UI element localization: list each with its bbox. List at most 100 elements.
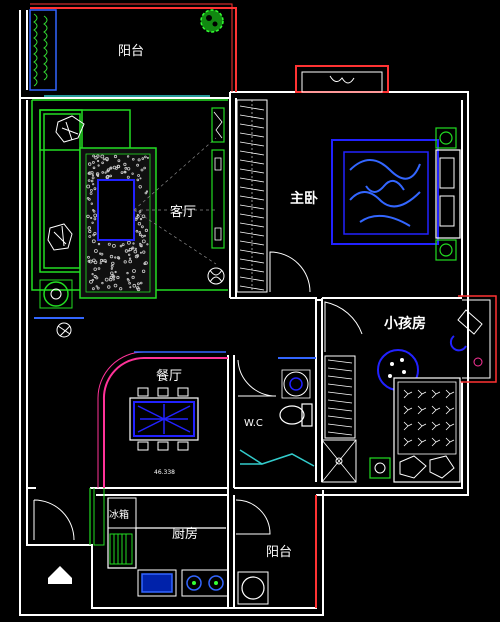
rug-speckle-dot [93,187,97,191]
rug-speckle-dot [107,242,111,246]
rug-speckle-dot [93,213,98,218]
lamp-icon [39,279,73,309]
rug-speckle-dot [117,164,121,168]
bed-pattern-mark [403,389,413,399]
rug-speckle-dot [144,155,147,159]
bed-pattern-mark [417,389,427,399]
rug-speckle-dot [86,184,91,189]
rug-speckle-dot [89,192,93,195]
rug-speckle-dot [87,172,91,175]
hanger-line [327,359,353,364]
rug-speckle-dot [131,172,134,175]
rug-speckle-dot [112,243,116,248]
living-room: 客厅 [31,95,228,338]
dimension-note: 46.338 [154,469,175,476]
room-label-wc: W.C [244,418,263,429]
hanger-line [327,431,353,436]
rug-speckle-dot [87,226,91,230]
rug-speckle-dot [141,269,146,273]
rug-speckle-dot [88,235,92,238]
rug-speckle-dot [116,275,120,280]
rug-speckle-dot [92,154,95,158]
rug-speckle-dot [136,163,140,167]
rug-speckle-dot [142,250,146,254]
kitchen-counter [107,498,226,569]
cabinet-deco [213,111,223,139]
dining-bay-window [102,356,228,488]
rug-speckle-dot [137,158,141,162]
rug-speckle-dot [138,185,142,189]
bed-pattern-mark [445,437,455,447]
tv-view-lines [133,137,217,265]
rug-speckle-dot [96,173,99,177]
rug-speckle-dot [113,283,118,288]
rug-speckle-dot [144,261,148,265]
rug-speckle-dot [90,202,94,205]
hanger-line [239,240,265,246]
rug-speckle-dot [120,171,124,175]
wardrobe [236,99,268,293]
headboard [435,149,461,239]
rug-speckle-dot [109,166,113,170]
rug-speckle-dot [126,175,130,179]
desk-chair-icon [449,309,483,367]
rug-speckle-dot [132,269,136,273]
rug-speckle-dot [124,249,129,253]
wc-door-swing [237,359,277,397]
rug-speckle-dot [112,278,116,281]
rug-speckle-dot [144,228,148,232]
room-label-living: 客厅 [170,204,196,220]
rug-speckle-dot [127,249,130,252]
rug-speckle-dot [88,259,93,264]
pillow [439,195,455,227]
rug-speckle-dot [139,217,143,221]
rug-speckle-dot [105,158,109,162]
hanger-line [239,276,265,282]
bed-pattern-mark [417,437,427,447]
rug-speckle-dot [140,225,144,229]
fridge [107,497,137,529]
rug-speckle-dot [144,191,148,195]
rug-speckle-dot [99,262,102,265]
tv-cabinet [211,149,225,249]
kids-lamp-icon [374,462,386,474]
rug-speckle-dot [90,179,94,183]
rug-speckle-dot [129,257,132,260]
rug-speckle-dot [146,156,149,159]
rug-speckle-dot [135,229,139,233]
rug-speckle-dot [91,176,95,180]
hanger-line [327,423,353,428]
rug-speckle-dot [97,159,100,163]
rug-speckle-dot [131,275,135,279]
room-label-kitchen: 厨房 [172,526,198,542]
fridge-label: 冰箱 [109,508,129,521]
rug-speckle-dot [110,271,114,275]
rug-speckle-dot [86,197,90,200]
rug-speckle-dot [126,155,130,158]
rug-speckle-dot [101,171,104,174]
rug-speckle-dot [123,170,127,174]
rug-speckle-dot [115,166,118,170]
rug-speckle-dot [92,287,95,291]
drying-rack [109,533,133,565]
hanger-line [327,407,353,412]
speaker-unit [214,227,222,241]
bed-pattern-mark [403,437,413,447]
bed-pattern-mark [417,405,427,415]
rug-speckle-dot [88,229,92,234]
bed-pattern-mark [431,421,441,431]
side-cabinet [211,107,225,143]
hanger-line [327,375,353,380]
balcony-bottom: 阳台 [235,495,317,608]
rug-speckle-dot [95,276,99,280]
bed-pattern-mark [431,389,441,399]
rug-speckle-dot [143,234,146,237]
bed-pattern-mark [445,389,455,399]
rug-speckle-dot [143,166,146,170]
rug-speckle-dot [129,286,132,289]
room-label-master-bedroom: 主卧 [290,190,318,207]
bed-pattern-mark [403,421,413,431]
rug-speckle-dot [96,286,100,290]
wc-room: W.C [237,357,316,467]
